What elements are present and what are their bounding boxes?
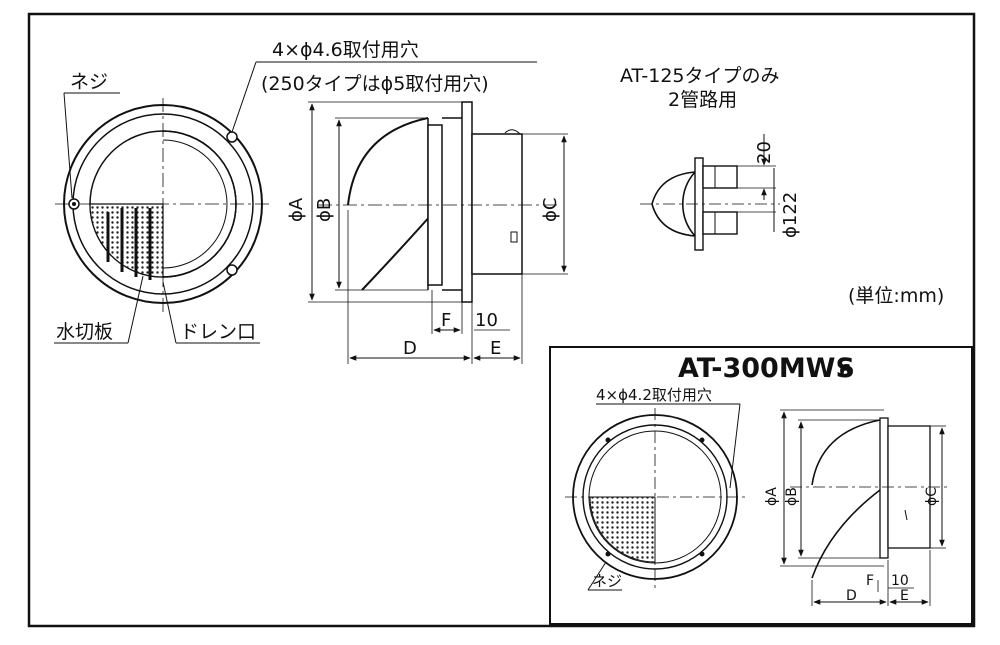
dim-phi-a: ϕA [286,197,307,222]
inset-dim-phi-c: ϕC [924,487,940,506]
inset-dim-phi-a: ϕA [764,487,780,506]
at125-dim-20: 20 [754,141,775,164]
label-water-baffle: 水切板 [56,321,113,343]
inset-front-view [565,408,745,590]
side-view [318,101,560,303]
inset-dim-10: 10 [891,573,909,589]
at125-two-duct-view [640,157,780,251]
inset-dim-phi-b: ϕB [784,487,800,506]
dim-e: E [490,338,501,359]
at125-title-line1: AT-125タイプのみ [620,65,780,87]
at125-title-line2: 2管路用 [668,89,737,111]
inset-dim-f: F [866,573,874,589]
mesh-louver [89,203,164,278]
dim-f: F [441,310,451,331]
label-mounting-holes-250: (250タイプはϕ5取付用穴) [261,73,489,95]
dim-10: 10 [475,310,498,331]
inset-label-mounting-holes: 4×ϕ4.2取付用穴 [596,386,712,404]
at125-dim-122: ϕ122 [780,192,801,238]
inset-dim-d: D [846,588,857,604]
inset-side-view [790,417,950,579]
label-drain: ドレン口 [180,321,256,343]
label-mounting-holes: 4×ϕ4.6取付用穴 [272,39,419,61]
inset-title-suffix: 6 [839,361,852,382]
front-view [55,98,272,312]
dim-phi-c: ϕC [540,198,561,222]
dim-phi-b: ϕB [314,198,335,222]
inset-label-screw: ネジ [592,572,622,590]
unit-note: (単位:mm) [848,285,944,307]
outer-frame [27,12,976,628]
dim-d: D [403,338,417,359]
inset-dim-e: E [900,588,909,604]
inset-title: AT-300MWS [678,353,855,384]
label-screw: ネジ [70,71,108,93]
